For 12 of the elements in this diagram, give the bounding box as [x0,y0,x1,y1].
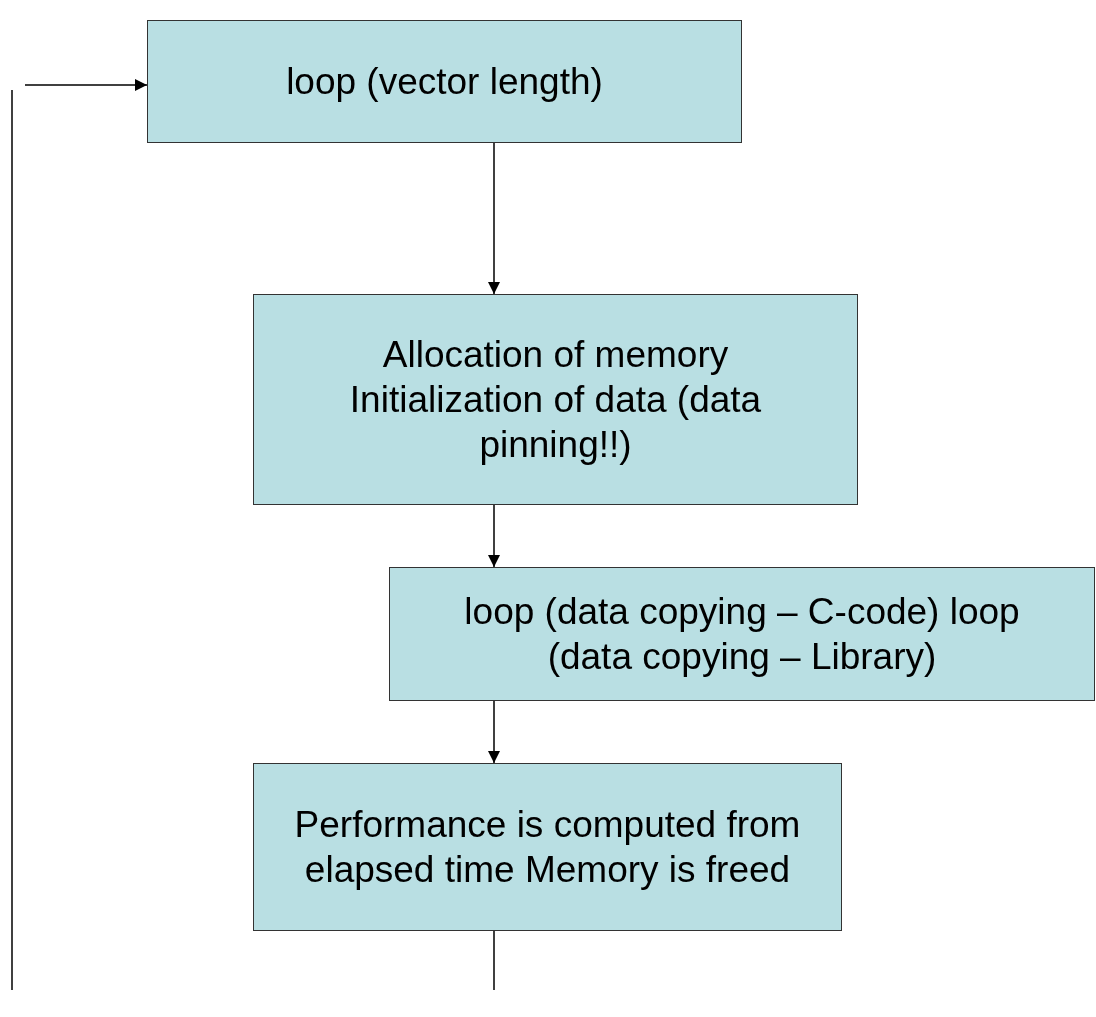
box-text: loop (vector length) [286,59,603,104]
box-text: Allocation of memory Initialization of data (data pinning!!) [348,332,763,468]
process-box [147,20,742,143]
process-box [253,763,842,931]
arrow [488,142,500,295]
arrow [488,700,500,764]
arrow [488,504,500,568]
box-text: Performance is computed from elapsed time Memory is freed [293,802,802,892]
process-box [253,294,858,505]
box-text: loop (data copying – C-code) loop (data copying – Library) [463,589,1021,679]
process-box [389,567,1095,701]
arrow [24,79,148,91]
